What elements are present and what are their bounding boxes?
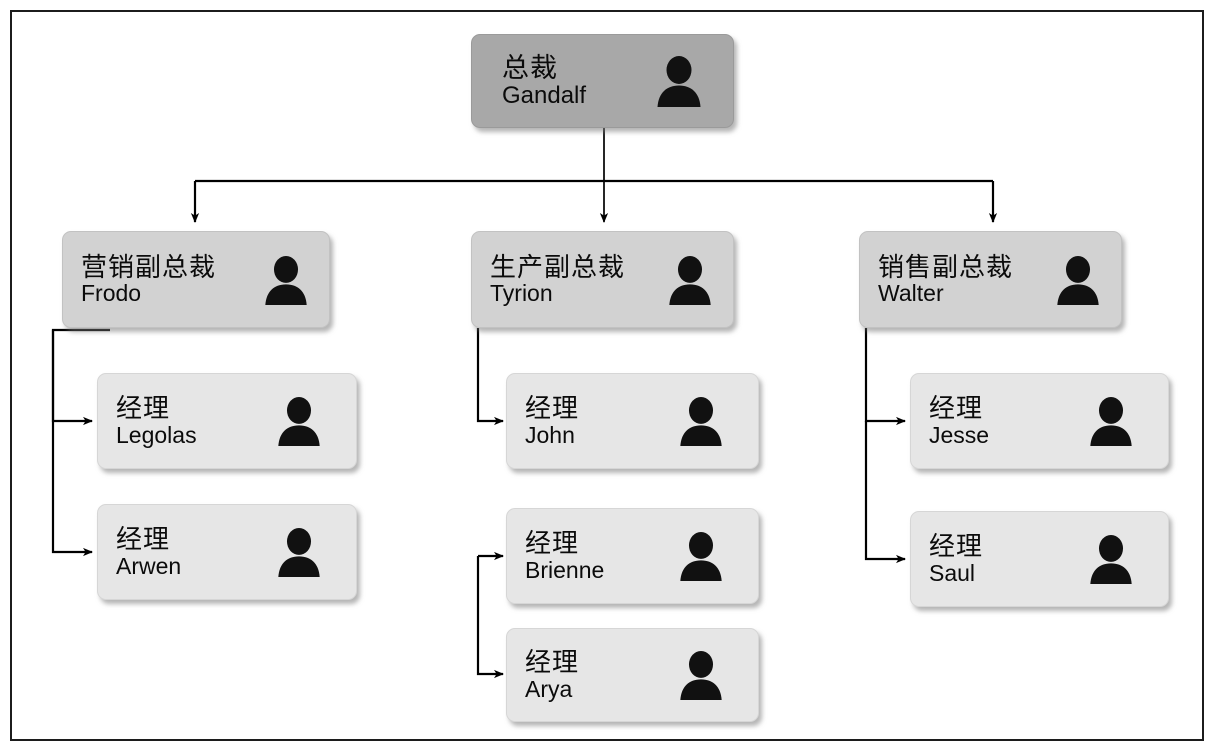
node-name: Legolas	[116, 421, 197, 448]
node-role: 经理	[525, 528, 580, 559]
node-vp-production-tyrion[interactable]: 生产副总裁 Tyrion	[471, 231, 734, 328]
node-manager-legolas[interactable]: 经理 Legolas	[97, 373, 357, 469]
person-silhouette-icon	[1057, 255, 1099, 305]
node-labels: 经理 Legolas	[116, 393, 197, 448]
node-ceo-gandalf[interactable]: 总裁 Gandalf	[471, 34, 734, 128]
node-labels: 经理 Brienne	[525, 528, 605, 583]
person-silhouette-icon	[278, 396, 320, 446]
edge-vp-production-to-john	[476, 328, 504, 426]
node-labels: 经理 Saul	[929, 531, 984, 586]
person-silhouette-icon	[669, 255, 711, 305]
person-silhouette-icon	[1090, 534, 1132, 584]
node-labels: 生产副总裁 Tyrion	[490, 251, 626, 307]
node-labels: 经理 Jesse	[929, 393, 990, 448]
node-manager-brienne[interactable]: 经理 Brienne	[506, 508, 759, 604]
node-name: Walter	[878, 280, 944, 307]
edge-vp-production-to-arya	[476, 556, 504, 679]
edge-vp-sales-to-jesse	[864, 328, 906, 426]
person-silhouette-icon	[278, 527, 320, 577]
node-manager-arya[interactable]: 经理 Arya	[506, 628, 759, 722]
edge-vp-marketing-to-arwen	[51, 330, 93, 557]
node-name: Frodo	[81, 280, 142, 307]
node-name: Arya	[525, 675, 573, 702]
person-silhouette-icon	[680, 650, 722, 700]
person-silhouette-icon	[265, 255, 307, 305]
node-role: 营销副总裁	[81, 251, 217, 282]
node-role: 经理	[929, 393, 984, 424]
node-manager-saul[interactable]: 经理 Saul	[910, 511, 1169, 607]
node-role: 总裁	[502, 52, 558, 83]
node-vp-sales-walter[interactable]: 销售副总裁 Walter	[859, 231, 1122, 328]
person-silhouette-icon	[657, 56, 701, 107]
node-name: Gandalf	[502, 81, 587, 109]
node-manager-arwen[interactable]: 经理 Arwen	[97, 504, 357, 600]
node-role: 销售副总裁	[878, 251, 1014, 282]
node-name: Brienne	[525, 556, 605, 583]
edge-vp-sales-to-saul	[864, 421, 906, 564]
node-manager-jesse[interactable]: 经理 Jesse	[910, 373, 1169, 469]
node-role: 经理	[525, 393, 580, 424]
node-labels: 经理 John	[525, 393, 580, 448]
node-name: Jesse	[929, 421, 990, 448]
node-manager-john[interactable]: 经理 John	[506, 373, 759, 469]
person-silhouette-icon	[680, 531, 722, 581]
node-role: 生产副总裁	[490, 251, 626, 282]
node-role: 经理	[116, 393, 171, 424]
node-name: Tyrion	[490, 280, 553, 307]
node-role: 经理	[929, 531, 984, 562]
node-role: 经理	[525, 647, 580, 678]
node-name: John	[525, 421, 575, 448]
node-labels: 经理 Arwen	[116, 524, 182, 579]
node-name: Arwen	[116, 552, 182, 579]
node-labels: 经理 Arya	[525, 647, 580, 702]
node-name: Saul	[929, 559, 976, 586]
node-role: 经理	[116, 524, 171, 555]
node-labels: 营销副总裁 Frodo	[81, 251, 217, 307]
node-vp-marketing-frodo[interactable]: 营销副总裁 Frodo	[62, 231, 330, 328]
person-silhouette-icon	[1090, 396, 1132, 446]
node-labels: 总裁 Gandalf	[502, 54, 586, 108]
person-silhouette-icon	[680, 396, 722, 446]
node-labels: 销售副总裁 Walter	[878, 251, 1014, 307]
